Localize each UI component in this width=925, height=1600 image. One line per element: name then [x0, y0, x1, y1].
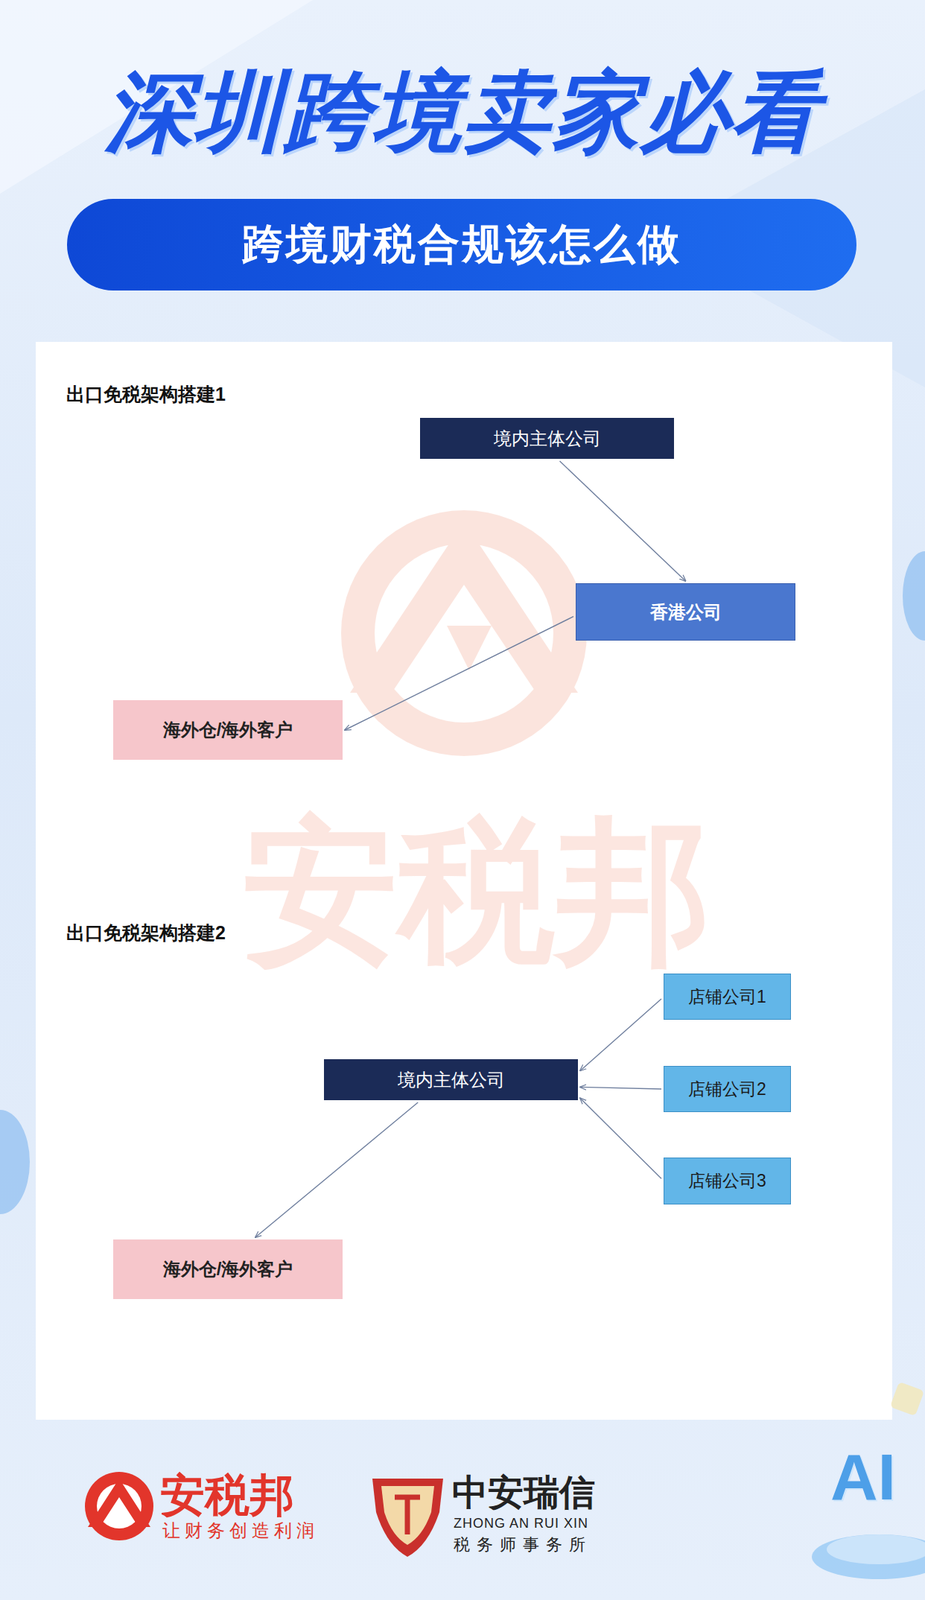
- brand-pinyin: ZHONG AN RUI XIN: [453, 1516, 589, 1532]
- section-heading: 出口免税架构搭建1: [66, 384, 226, 406]
- brand-name: 安税邦: [160, 1470, 295, 1521]
- shop-box: 店铺公司2: [663, 1065, 791, 1112]
- node-text: 境内主体公司: [493, 426, 602, 451]
- arrow-connector: [580, 1097, 662, 1179]
- node-text: 店铺公司1: [688, 985, 767, 1009]
- process-box: 香港公司: [575, 583, 796, 641]
- brand-slogan: 让财务创造利润: [162, 1520, 319, 1541]
- section-heading: 出口免税架构搭建2: [66, 922, 226, 944]
- node-text: 海外仓/海外客户: [163, 1257, 294, 1281]
- node-text: 跨境财税合规该怎么做: [242, 216, 682, 274]
- brand-subtitle: 税务师事务所: [453, 1535, 593, 1554]
- ai-crystal: [811, 1381, 925, 1579]
- banner-pill: 跨境财税合规该怎么做: [67, 198, 857, 291]
- white-panel: [35, 341, 893, 1420]
- node-text: 店铺公司2: [688, 1077, 767, 1101]
- shop-box: 店铺公司1: [663, 973, 791, 1020]
- process-box: 境内主体公司: [323, 1059, 578, 1101]
- bg-blob: [902, 551, 925, 641]
- page-title: 深圳跨境卖家必看: [0, 53, 925, 173]
- node-text: 海外仓/海外客户: [163, 717, 294, 742]
- watermark-logo: [341, 510, 587, 756]
- zhonganruixin-shield: [372, 1478, 444, 1557]
- target-box: 海外仓/海外客户: [113, 700, 343, 760]
- watermark: 安税邦: [242, 805, 712, 978]
- ai-mark: AI: [830, 1441, 896, 1514]
- arrow-connector: [255, 1102, 418, 1238]
- brand-name: 中安瑞信: [452, 1473, 596, 1513]
- node-text: 境内主体公司: [397, 1067, 505, 1092]
- node-text: 香港公司: [650, 600, 722, 625]
- shop-box: 店铺公司3: [663, 1157, 791, 1205]
- arrow-connector: [580, 998, 662, 1071]
- arrow-connector: [580, 1086, 662, 1089]
- arrow-connector: [344, 616, 574, 730]
- arrow-connector: [560, 461, 686, 581]
- bg-blob: [0, 1109, 30, 1214]
- ansuibang-logo: [84, 1471, 154, 1541]
- process-box: 境内主体公司: [420, 417, 675, 459]
- node-text: 店铺公司3: [688, 1169, 767, 1193]
- target-box: 海外仓/海外客户: [113, 1239, 343, 1299]
